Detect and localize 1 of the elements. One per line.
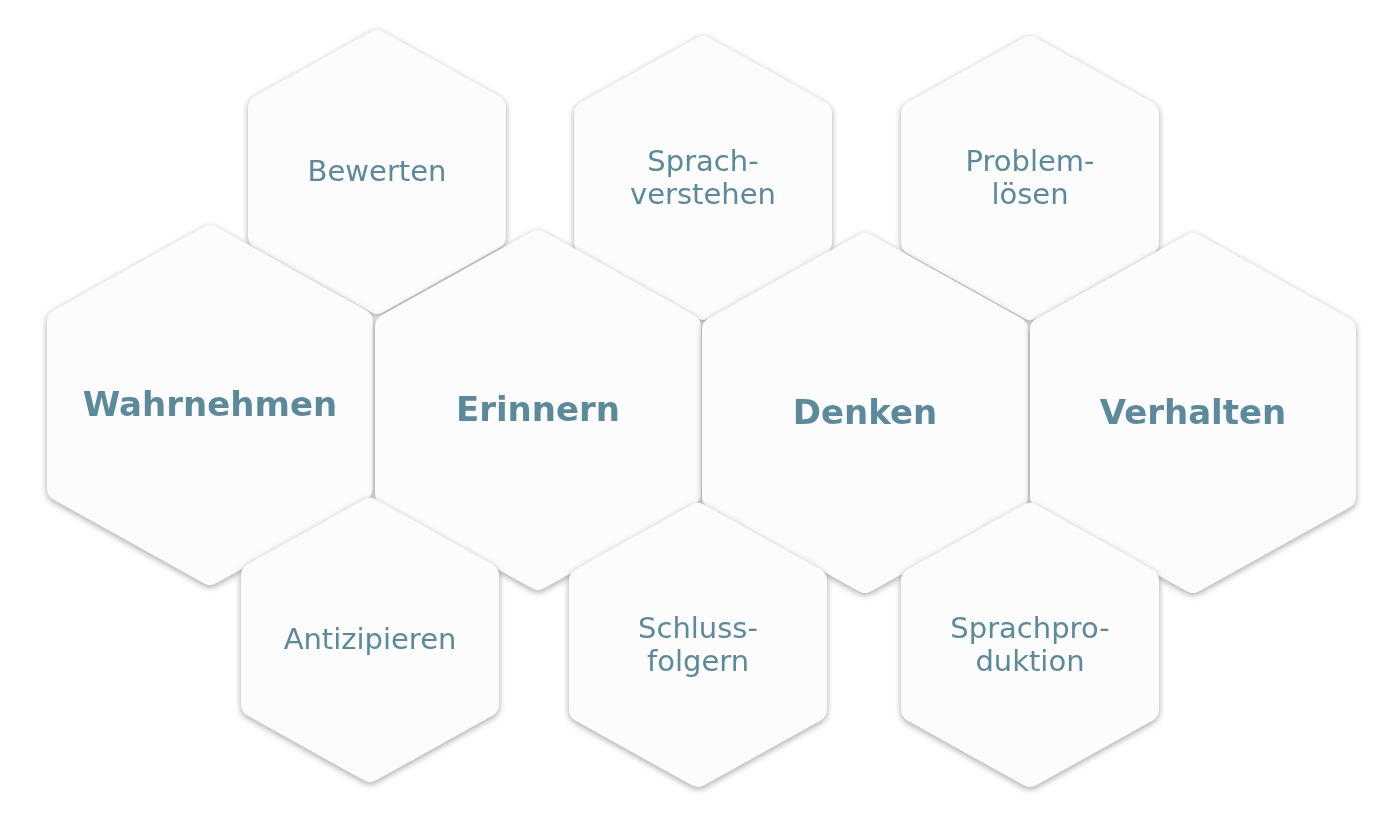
tile-label: Sprachpro- duktion — [949, 611, 1111, 679]
